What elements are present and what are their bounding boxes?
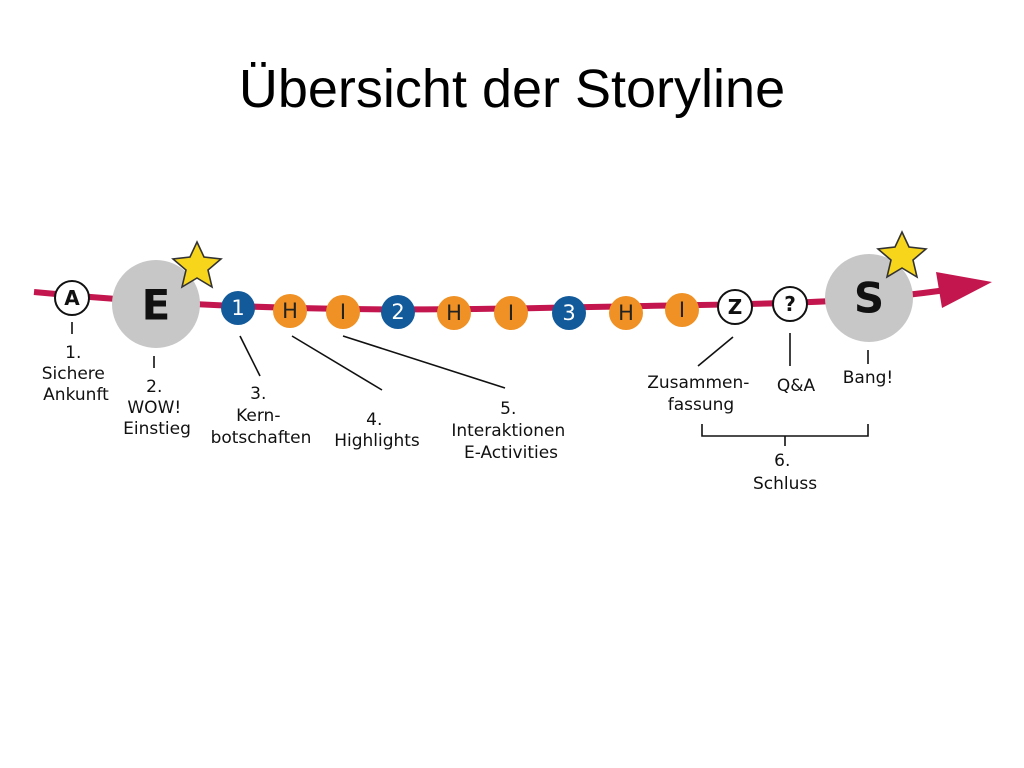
node-question: ? (772, 286, 808, 322)
star-icon (171, 240, 223, 289)
svg-text:Z: Z (728, 295, 743, 319)
node-s: S (825, 254, 913, 342)
caption-highlights: 4. Highlights (334, 410, 420, 451)
svg-text:I: I (508, 301, 514, 325)
node-a: A (54, 280, 90, 316)
node-h-3: H (609, 296, 643, 330)
svg-text:I: I (340, 300, 346, 324)
closing-bracket (701, 424, 869, 446)
caption-schluss: 6. Schluss (753, 451, 817, 494)
caption-sichere-ankunft: 1. Sichere Ankunft (42, 343, 111, 405)
leader-line (697, 336, 734, 367)
caption-interaktionen: 5. Interaktionen E-Activities (451, 399, 570, 463)
caption-qa: Q&A (777, 376, 816, 396)
svg-text:H: H (618, 301, 634, 325)
caption-zusammenfassung: Zusammen- fassung (647, 373, 755, 415)
svg-text:3: 3 (562, 301, 575, 325)
svg-text:H: H (282, 299, 298, 323)
star-icon (876, 230, 928, 279)
leader-line (239, 335, 261, 377)
svg-text:E: E (142, 281, 171, 330)
node-1: 1 (221, 291, 255, 325)
node-h-2: H (437, 296, 471, 330)
page-title: Übersicht der Storyline (238, 59, 786, 119)
svg-text:S: S (854, 274, 884, 323)
svg-text:H: H (446, 301, 462, 325)
node-z: Z (717, 289, 753, 325)
node-i-1: I (326, 295, 360, 329)
leader-line (291, 335, 383, 391)
node-i-2: I (494, 296, 528, 330)
svg-text:?: ? (784, 292, 796, 316)
svg-text:A: A (64, 286, 80, 310)
caption-bang: Bang! (843, 368, 893, 388)
caption-kernbotschaften: 3. Kern- botschaften (211, 384, 312, 448)
svg-text:1: 1 (231, 296, 244, 320)
arrow-head-icon (936, 272, 992, 308)
node-3: 3 (552, 296, 586, 330)
svg-text:2: 2 (391, 300, 404, 324)
leader-line (342, 335, 506, 389)
svg-text:I: I (679, 298, 685, 322)
node-e: E (112, 260, 200, 348)
caption-wow-einstieg: 2. WOW! Einstieg (123, 377, 191, 439)
node-2: 2 (381, 295, 415, 329)
node-i-3: I (665, 293, 699, 327)
node-h-1: H (273, 294, 307, 328)
